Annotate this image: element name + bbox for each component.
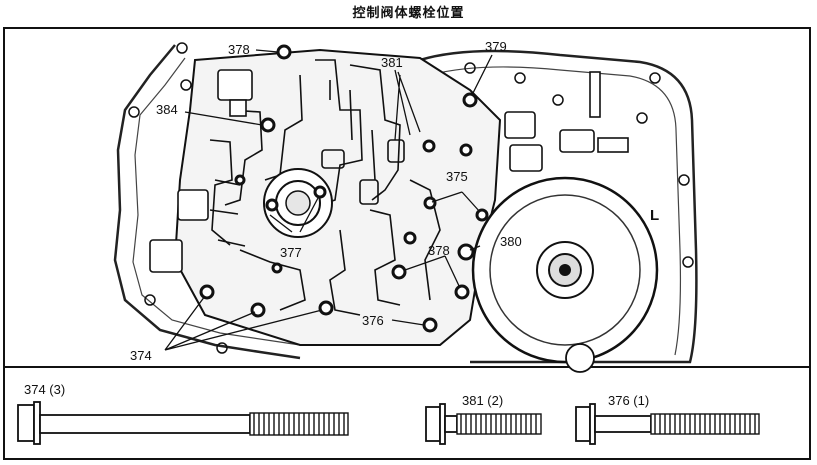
- case-bolt-holes: [128, 42, 694, 354]
- transmission-case-outline: [419, 49, 698, 364]
- accumulator-piston: [285, 190, 311, 216]
- diagram-title: 控制阀体螺栓位置: [352, 6, 465, 21]
- callout-378-mid: 378: [428, 243, 450, 258]
- bolt-376-caption: 376 (1): [608, 393, 649, 408]
- upper-right-solenoids: [504, 71, 629, 172]
- leader-lines: [164, 49, 493, 351]
- callout-374: 374: [130, 348, 152, 363]
- callout-384: 384: [156, 102, 178, 117]
- bolt-381-caption: 381 (2): [462, 393, 503, 408]
- drum-center: [559, 264, 571, 276]
- left-case-inner-outline: [132, 57, 301, 346]
- bolt-374-drawing: [17, 401, 349, 445]
- valve-body-bolts: [199, 44, 489, 333]
- drum-ring: [489, 194, 641, 346]
- diagram-frame: [3, 27, 811, 460]
- bolt-381-drawing: [425, 403, 542, 445]
- callout-375: 375: [446, 169, 468, 184]
- callout-L: L: [650, 207, 659, 224]
- left-solenoids: [149, 69, 253, 273]
- lower-gear: [565, 343, 595, 373]
- callout-377: 377: [280, 245, 302, 260]
- callout-381: 381: [381, 55, 403, 70]
- callout-378-top: 378: [228, 42, 250, 57]
- callout-376: 376: [362, 313, 384, 328]
- bolt-376-drawing: [575, 403, 760, 445]
- callout-379: 379: [485, 39, 507, 54]
- left-case-outline: [113, 44, 301, 360]
- section-divider: [3, 366, 811, 368]
- bolt-374-caption: 374 (3): [24, 382, 65, 397]
- callout-380: 380: [500, 234, 522, 249]
